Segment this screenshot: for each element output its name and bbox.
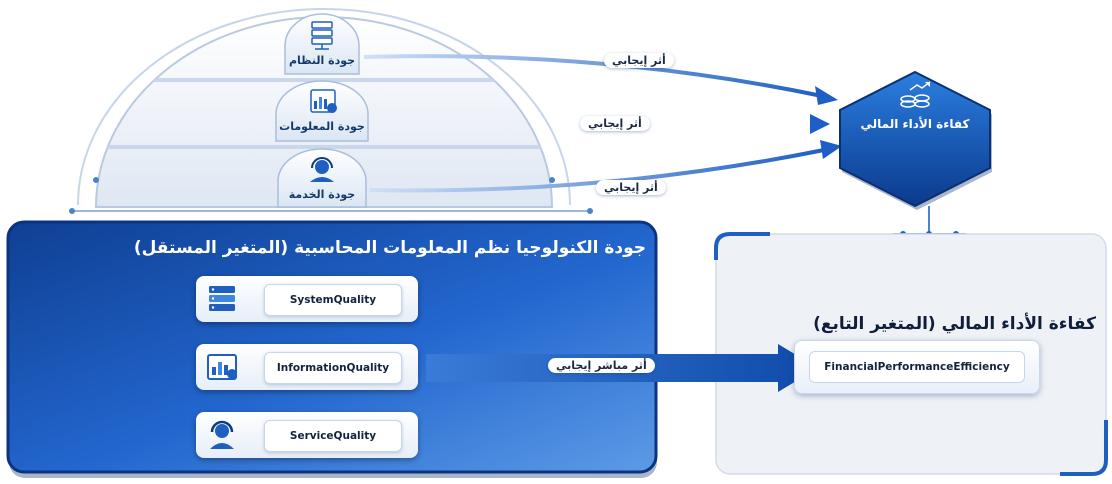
hexagon-connector: [893, 206, 966, 237]
server-icon: [209, 286, 235, 311]
dome-tab-information-label: جودة المعلومات: [279, 120, 365, 133]
target-hexagon-label: كفاءة الأداء المالي: [860, 117, 970, 131]
positive-effect-label-2: أثر إيجابي: [580, 116, 650, 131]
dependent-variable-card: FinancialPerformanceEfficiency: [794, 340, 1040, 394]
quality-item-system-label: SystemQuality: [264, 284, 402, 316]
coins-growth-icon: [900, 81, 931, 108]
dependent-panel-title: كفاءة الأداء المالي (المتغير التابع): [813, 314, 1096, 334]
report-chart-icon: [310, 89, 337, 113]
direct-positive-effect-label: أثر مباشر إيجابي: [548, 358, 655, 373]
quality-item-information: InformationQuality: [196, 344, 418, 390]
dependent-variable-label: FinancialPerformanceEfficiency: [809, 351, 1025, 383]
headset-user-icon: [310, 157, 334, 182]
dome-tab-service-label: جودة الخدمة: [288, 188, 356, 201]
arrow-system-to-target: [363, 54, 838, 105]
positive-effect-label-3: أثر إيجابي: [596, 180, 666, 195]
quality-item-service-label: ServiceQuality: [264, 420, 402, 452]
server-icon: [311, 21, 333, 50]
report-chart-icon: [207, 354, 237, 380]
headset-user-icon: [210, 420, 234, 449]
target-hexagon: [839, 70, 992, 210]
quality-item-information-label: InformationQuality: [264, 352, 402, 384]
dome-tab-system-label: جودة النظام: [288, 54, 356, 67]
positive-effect-label-1: أثر إيجابي: [604, 53, 674, 68]
independent-panel-title: جودة الكنولوجيا نظم المعلومات المحاسبية …: [133, 238, 646, 258]
quality-item-system: SystemQuality: [196, 276, 418, 322]
quality-item-service: ServiceQuality: [196, 412, 418, 458]
